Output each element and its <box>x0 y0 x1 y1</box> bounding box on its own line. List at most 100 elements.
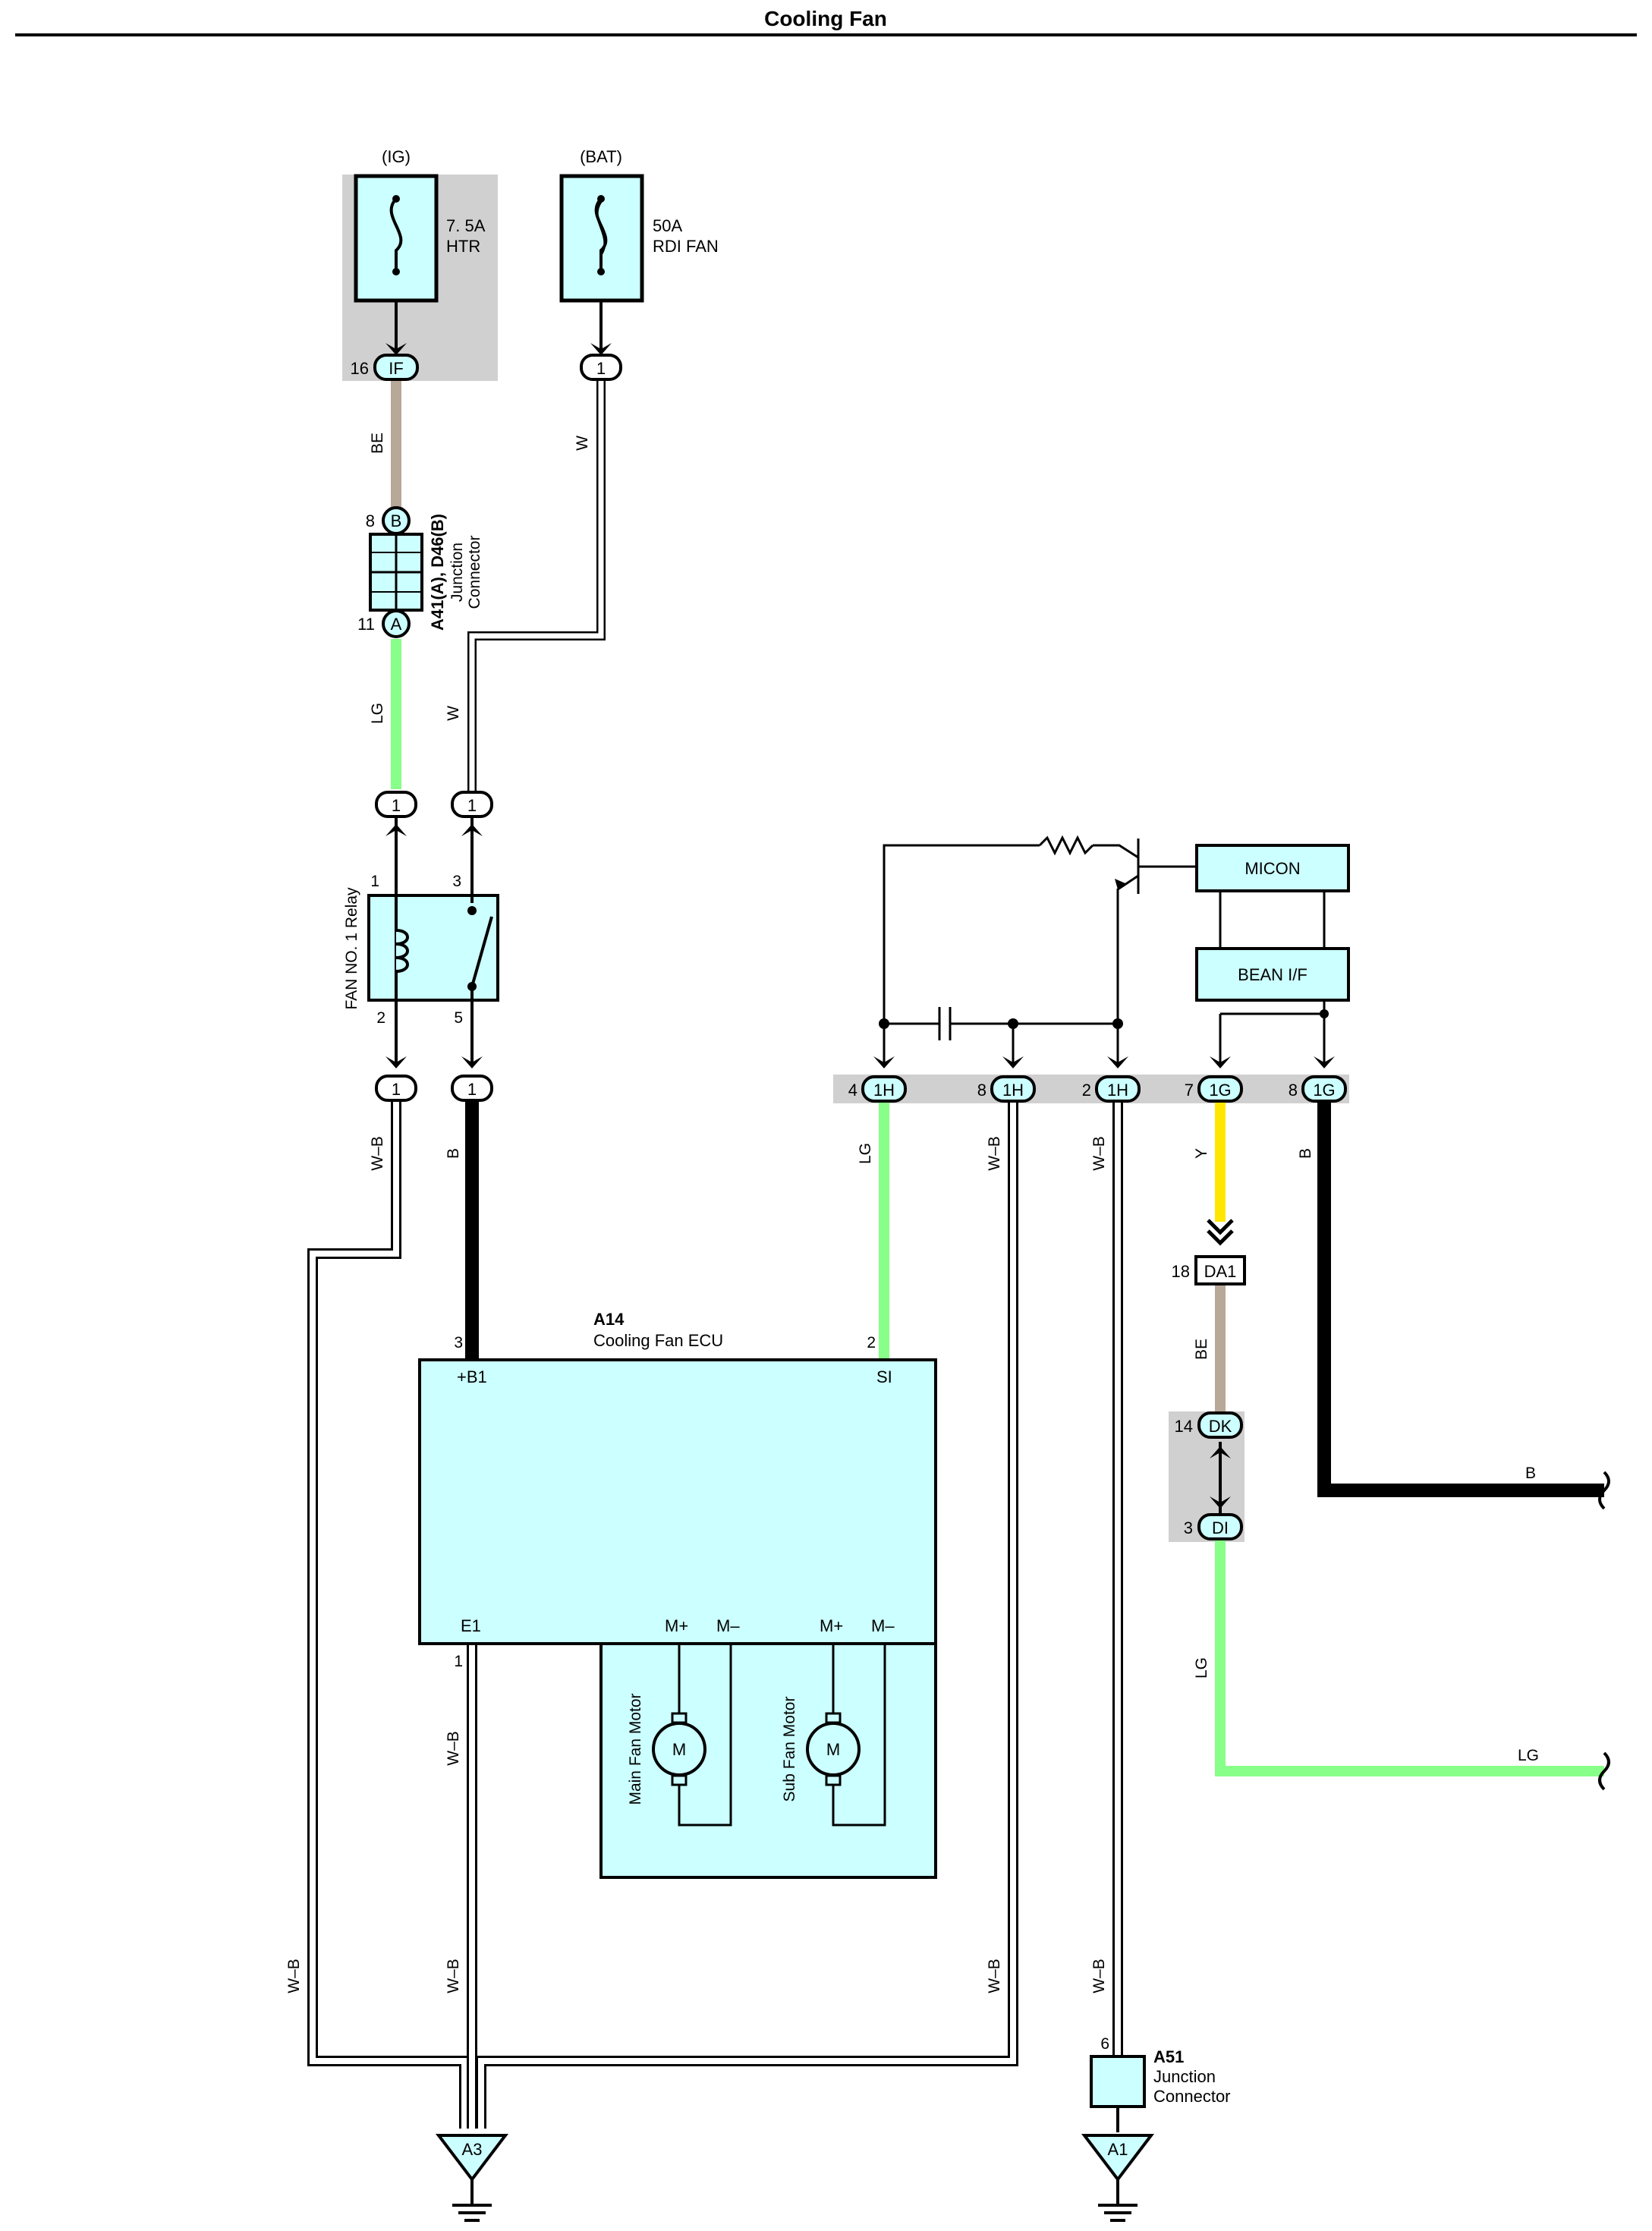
bean-if-block: BEAN I/F <box>1195 947 1350 1002</box>
svg-text:DI: DI <box>1212 1518 1229 1537</box>
connector-relay-in-2: 1 <box>451 791 493 818</box>
fuse-rdi-rating: 50A <box>653 216 682 235</box>
ground-a1 <box>1081 2134 1155 2222</box>
svg-text:1G: 1G <box>1209 1081 1231 1100</box>
connector-1h-pin4: 1H <box>861 1075 907 1103</box>
connector-1h-pin2-num: 2 <box>1082 1081 1091 1100</box>
fuse-htr <box>354 174 439 357</box>
main-motor-minus: M– <box>716 1616 740 1635</box>
wire-label-wb-e1-low: W–B <box>445 1959 462 1993</box>
connector-band-1h-1g <box>833 1075 1349 1103</box>
junction-connector-a51 <box>1090 2055 1146 2108</box>
relay-pin-1: 1 <box>370 873 379 890</box>
sub-motor-plus: M+ <box>820 1616 843 1635</box>
connector-1h-pin4-num: 4 <box>848 1081 857 1100</box>
connector-dk: DK <box>1197 1411 1243 1439</box>
micon-block: MICON <box>1195 844 1350 892</box>
ecu-label-b1: +B1 <box>457 1367 487 1386</box>
connector-da1-pin: 18 <box>1172 1262 1190 1281</box>
ecu-label-si: SI <box>876 1367 892 1386</box>
svg-text:B: B <box>391 511 402 530</box>
svg-text:BEAN I/F: BEAN I/F <box>1238 965 1307 984</box>
connector-1g-pin8: 1G <box>1301 1075 1347 1103</box>
a51-code: A51 <box>1153 2047 1184 2066</box>
wire-label-wb-relay: W–B <box>369 1136 386 1171</box>
connector-1h-pin8: 1H <box>990 1075 1036 1103</box>
connector-1g-pin7: 1G <box>1197 1075 1243 1103</box>
svg-text:1G: 1G <box>1313 1081 1335 1100</box>
connector-1g-pin8-num: 8 <box>1289 1081 1298 1100</box>
jc-b-pin: 8 <box>366 511 375 530</box>
wire-label-wb-h2-low: W–B <box>1090 1959 1108 1993</box>
svg-text:1H: 1H <box>873 1081 895 1100</box>
connector-di: DI <box>1197 1513 1243 1540</box>
ecu-pin-si: 2 <box>867 1334 876 1352</box>
relay-pin-2: 2 <box>376 1009 385 1027</box>
svg-text:1: 1 <box>392 796 401 815</box>
ecu-code: A14 <box>593 1310 625 1329</box>
svg-text:M: M <box>672 1740 686 1759</box>
connector-1g-pin7-num: 7 <box>1185 1081 1194 1100</box>
relay-pin-5: 5 <box>454 1009 463 1027</box>
relay-pin-3: 3 <box>452 873 461 890</box>
connector-relay-out-1: 1 <box>375 1075 417 1102</box>
svg-text:A: A <box>391 615 402 634</box>
connector-1h-pin2: 1H <box>1095 1075 1141 1103</box>
svg-text:M: M <box>826 1740 840 1759</box>
wire-b-1g8-to-right <box>1317 1102 1604 1497</box>
wire-label-y-g7: Y <box>1193 1148 1210 1159</box>
junction-connector-a41-d46: B A <box>369 506 423 638</box>
wire-label-lg-right: LG <box>1518 1747 1539 1764</box>
connector-bat-1: 1 <box>580 354 622 381</box>
transistor-emitter-arrow <box>1115 879 1125 889</box>
fuse-htr-name: HTR <box>446 237 480 256</box>
connector-if-pin: 16 <box>351 359 369 378</box>
ecu-name: Cooling Fan ECU <box>593 1331 723 1350</box>
connector-1h-pin8-num: 8 <box>977 1081 986 1100</box>
sub-fan-motor: M <box>806 1644 886 1827</box>
ground-a3-label: A3 <box>462 2140 483 2159</box>
svg-text:1: 1 <box>467 796 477 815</box>
junction-dot-2 <box>1008 1018 1018 1029</box>
fuse-htr-rating: 7. 5A <box>446 216 486 235</box>
break-symbol-lg <box>1598 1751 1610 1791</box>
svg-text:DK: DK <box>1209 1417 1232 1436</box>
junction-dot-3 <box>1112 1018 1123 1029</box>
wire-label-w-top: W <box>574 436 591 451</box>
wire-label-lg-si: LG <box>857 1143 874 1164</box>
ecu-label-e1: E1 <box>461 1616 481 1635</box>
junction-dot-1 <box>879 1018 889 1029</box>
junction-dot-4 <box>1320 1009 1329 1018</box>
connector-if: IF <box>373 354 419 381</box>
wire-label-lg-left: LG <box>369 703 386 724</box>
main-motor-label: Main Fan Motor <box>627 1693 644 1805</box>
svg-text:DA1: DA1 <box>1204 1262 1237 1281</box>
wire-label-wb-h8: W–B <box>986 1136 1003 1171</box>
svg-text:1: 1 <box>392 1080 401 1099</box>
connector-da1-arrow <box>1207 1219 1234 1246</box>
fuse-rdi-fan <box>559 174 644 357</box>
wire-label-b-right: B <box>1525 1465 1536 1482</box>
main-motor-plus: M+ <box>665 1616 688 1635</box>
wire-label-wb-e1: W–B <box>445 1731 462 1766</box>
a51-pin: 6 <box>1100 2035 1109 2053</box>
svg-text:1H: 1H <box>1002 1081 1024 1100</box>
a51-line1: Junction <box>1153 2067 1216 2086</box>
sub-motor-label: Sub Fan Motor <box>781 1697 798 1802</box>
wire-label-be-da1: BE <box>1193 1339 1210 1360</box>
wire-label-wb-outer-low: W–B <box>285 1959 303 1993</box>
wire-w-bat-to-relay <box>467 379 606 791</box>
jc-a41-code: A41(A), D46(B) <box>428 514 447 631</box>
ground-a3 <box>435 2134 509 2222</box>
ig-power-label: (IG) <box>382 147 411 166</box>
main-fan-motor: M <box>652 1644 732 1827</box>
wire-label-wb-h8-low: W–B <box>986 1959 1003 1993</box>
break-symbol-b <box>1598 1471 1610 1510</box>
ecu-pin-b1: 3 <box>454 1334 463 1352</box>
connector-relay-in-1: 1 <box>375 791 417 818</box>
a51-line2: Connector <box>1153 2087 1231 2106</box>
jc-a41-line1: Junction <box>448 543 466 602</box>
wire-wb-1h8-to-a3 <box>476 1102 1018 2129</box>
connector-di-pin: 3 <box>1184 1518 1193 1537</box>
